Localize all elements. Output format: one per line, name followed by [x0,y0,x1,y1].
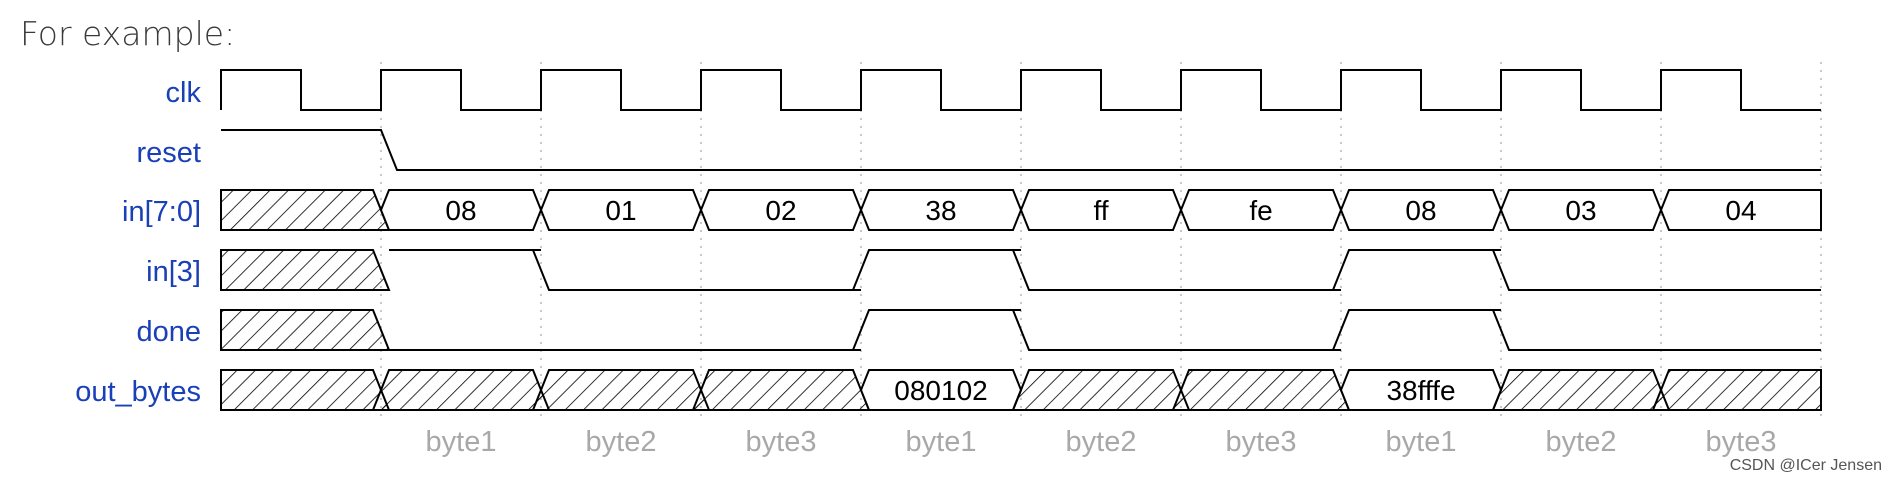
in-bus-value: 02 [765,195,796,226]
in-bus-value: fe [1249,195,1272,226]
in-bus-value: 04 [1725,195,1756,226]
in-bus-waveform: 08 01 02 38 ff fe 08 03 04 [220,189,1822,231]
signal-label-in3: in[3] [146,256,201,288]
in-bus-value: 08 [445,195,476,226]
phase-label: byte2 [1066,426,1137,458]
in3-waveform [220,249,1821,291]
in-bus-segment [1659,189,1822,231]
out-bytes-unknown [691,369,871,411]
signal-label-done: done [136,316,201,348]
in-bus-value: ff [1093,195,1108,226]
done-trace [389,309,1821,351]
phase-label: byte1 [426,426,497,458]
signal-label-clk: clk [166,77,202,109]
signal-label-in-bus: in[7:0] [122,196,201,228]
phase-label: byte1 [1386,426,1457,458]
out-bytes-unknown [371,369,551,411]
in-bus-value: 03 [1565,195,1596,226]
reset-waveform [221,129,1821,171]
out-bytes-unknown [1651,369,1822,411]
phase-label: byte3 [746,426,817,458]
intro-text: For example: [20,14,236,53]
phase-label: byte1 [906,426,977,458]
in3-unknown [220,249,391,291]
out-bytes-value: 38fffe [1386,375,1455,406]
phase-label: byte3 [1226,426,1297,458]
grid-lines [380,62,1822,420]
phase-label: byte2 [586,426,657,458]
out-bytes-waveform: 080102 38fffe [220,369,1822,411]
phase-labels: byte1 byte2 byte3 byte1 byte2 byte3 byte1 byte2… [426,426,1777,458]
in-bus-value: 38 [925,195,956,226]
signal-label-reset: reset [137,137,201,169]
watermark: CSDN @ICer Jensen [1730,457,1882,474]
phase-label: byte2 [1546,426,1617,458]
in3-trace [389,249,1821,291]
done-unknown [220,309,391,351]
signal-label-out-bytes: out_bytes [75,376,201,408]
out-bytes-unknown [1171,369,1351,411]
in-bus-value: 01 [605,195,636,226]
out-bytes-unknown [1491,369,1671,411]
out-bytes-value: 080102 [894,375,987,406]
in-bus-value: 08 [1405,195,1436,226]
in-bus-unknown [220,189,391,231]
out-bytes-unknown [220,369,391,411]
done-waveform [220,309,1821,351]
phase-label: byte3 [1706,426,1777,458]
clk-waveform [220,69,1821,111]
out-bytes-unknown [1011,369,1191,411]
out-bytes-unknown [531,369,711,411]
